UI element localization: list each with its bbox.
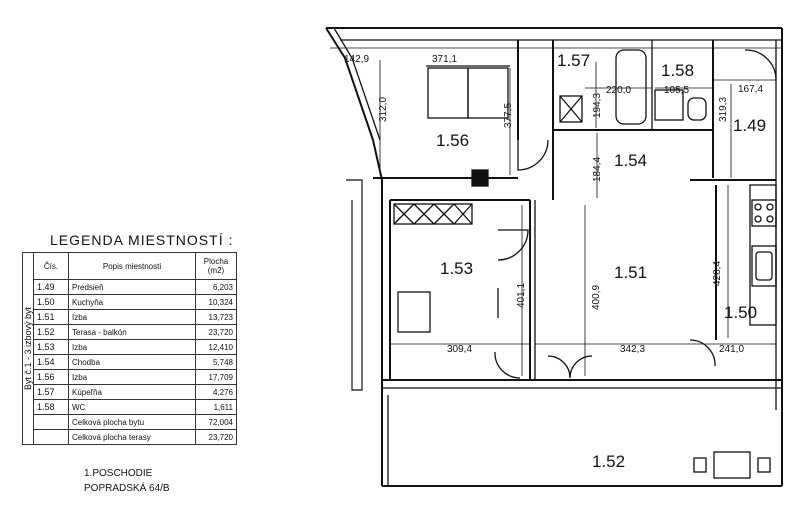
dim-label: 241,0 [719, 344, 744, 355]
shower-tray [559, 95, 583, 123]
room-1-54: 1.54 [614, 151, 647, 170]
outer-wall-left-slant-inner [333, 27, 381, 141]
legend-row: 1.57 Kúpeľňa 4,276 [23, 384, 237, 400]
dim-label: 142,9 [344, 54, 369, 65]
room-1-53: 1.53 [440, 259, 473, 278]
door-156 [517, 139, 549, 171]
wardrobe [393, 203, 473, 225]
dimension-lines [330, 47, 782, 376]
facade-pillar [346, 179, 363, 391]
room-1-58: 1.58 [661, 61, 694, 80]
kitchen-counter [749, 184, 777, 326]
door-150 [689, 339, 716, 367]
room-1-57: 1.57 [557, 51, 590, 70]
legend-total-row: Celková plocha bytu 72,004 [23, 414, 237, 430]
legend-table: Byt č.1 - 3 izbový byt Čís. Popis miestn… [22, 252, 237, 445]
dim-label: 194,3 [592, 93, 603, 118]
legend-total-name: Celková plocha terasy [68, 429, 196, 445]
footer-address: POPRADSKÁ 64/B [84, 483, 170, 494]
dim-label: 342,3 [620, 344, 645, 355]
legend-row: 1.53 Izba 12,410 [23, 339, 237, 355]
dim-label: 220,0 [606, 85, 631, 96]
legend-row: 1.51 Izba 13,723 [23, 309, 237, 325]
room-1-56: 1.56 [436, 131, 469, 150]
legend-row: 1.52 Terasa - balkón 23,720 [23, 324, 237, 340]
footer-floor: 1.POSCHODIE [84, 468, 153, 479]
door-149 [744, 49, 777, 81]
dim-label: 319,3 [718, 97, 729, 122]
dim-label: 309,4 [447, 344, 472, 355]
kitchen-cooktop [751, 199, 777, 227]
dim-label: 167,4 [738, 84, 763, 95]
dim-label: 377,5 [503, 103, 514, 128]
door-terrace-1 [494, 351, 521, 379]
dim-label: 371,1 [432, 54, 457, 65]
washbasin [654, 89, 684, 121]
room-1-52: 1.52 [592, 452, 625, 471]
dim-label: 184,4 [592, 157, 603, 182]
dim-label: 401,1 [516, 283, 527, 308]
room-1-50: 1.50 [724, 303, 757, 322]
dim-label: 312,0 [378, 97, 389, 122]
room-1-49: 1.49 [733, 116, 766, 135]
bed-right [467, 67, 509, 119]
bathtub [615, 49, 647, 125]
legend-total-row: Celková plocha terasy 23,720 [23, 429, 237, 445]
dim-label: 400,9 [591, 285, 602, 310]
dim-label: 105,5 [664, 85, 689, 96]
room-1-51: 1.51 [614, 263, 647, 282]
legend-row: 1.50 Kuchyňa 10,324 [23, 294, 237, 310]
bed-left [427, 67, 469, 119]
desk [397, 291, 431, 333]
terrace-table [713, 451, 751, 479]
dim-label: 428,4 [712, 261, 723, 286]
door-153 [497, 229, 529, 261]
column-icon [471, 169, 489, 187]
toilet [687, 97, 707, 121]
legend-title: LEGENDA MIESTNOSTÍ : [50, 232, 234, 248]
legend-total-area: 23,720 [195, 429, 237, 445]
door-terrace-2 [547, 355, 593, 379]
outer-wall-left-slant [325, 27, 383, 486]
legend-row: 1.54 Chodba 5,748 [23, 354, 237, 370]
